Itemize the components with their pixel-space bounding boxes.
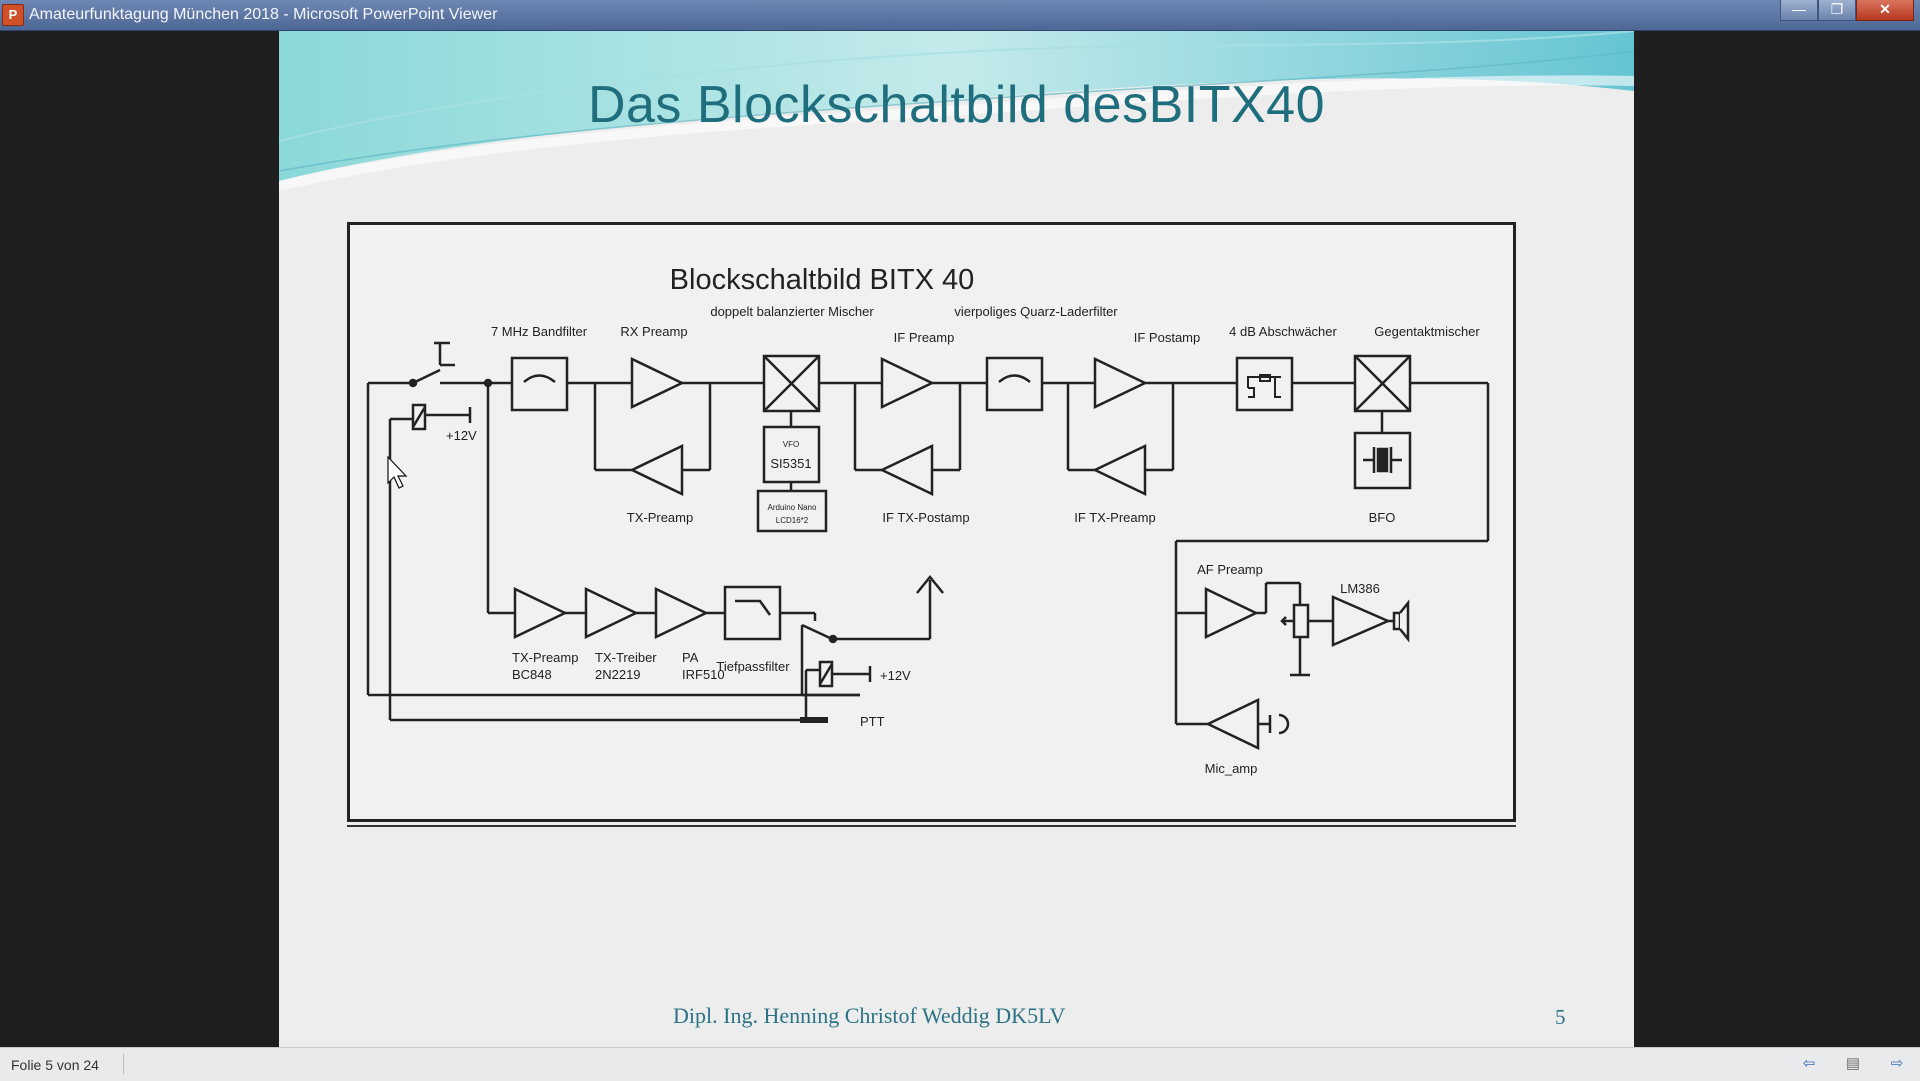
- slide-viewport[interactable]: Das Blockschaltbild desBITX40 Blockschal…: [0, 31, 1920, 1047]
- label-crystal-filter-subhead: vierpoliges Quarz-Laderfilter: [954, 304, 1118, 319]
- previous-slide-icon[interactable]: ⇦: [1802, 1055, 1816, 1072]
- label-if-tx-preamp: IF TX-Preamp: [1074, 510, 1155, 525]
- block-diagram-drawing: Blockschaltbild BITX 40 doppelt balanzie…: [366, 264, 1490, 776]
- window-titlebar: P Amateurfunktagung München 2018 - Micro…: [0, 0, 1920, 31]
- label-plus12v-bottom: +12V: [880, 668, 911, 683]
- label-tx-treiber-1: TX-Treiber: [595, 650, 657, 665]
- label-arduino-line1: Arduino Nano: [768, 503, 817, 512]
- label-pa-1: PA: [682, 650, 699, 665]
- slide[interactable]: Das Blockschaltbild desBITX40 Blockschal…: [279, 31, 1634, 1047]
- label-bandfilter: 7 MHz Bandfilter: [491, 324, 588, 339]
- label-tiefpassfilter: Tiefpassfilter: [716, 659, 790, 674]
- label-if-tx-postamp: IF TX-Postamp: [882, 510, 969, 525]
- next-slide-icon[interactable]: ⇨: [1890, 1055, 1904, 1072]
- label-plus12v-top: +12V: [446, 428, 477, 443]
- slide-title: Das Blockschaltbild desBITX40: [587, 76, 1326, 134]
- block-diagram: Blockschaltbild BITX 40 doppelt balanzie…: [347, 222, 1516, 822]
- slide-header-swoosh: [279, 31, 1634, 191]
- label-vfo: VFO: [783, 440, 799, 449]
- label-attenuator: 4 dB Abschwächer: [1229, 324, 1337, 339]
- label-if-postamp: IF Postamp: [1134, 330, 1200, 345]
- slide-menu-icon[interactable]: ▤: [1845, 1055, 1861, 1072]
- window-title: Amateurfunktagung München 2018 - Microso…: [29, 6, 498, 23]
- label-si5351: SI5351: [770, 456, 811, 471]
- label-tx-treiber-2: 2N2219: [595, 667, 641, 682]
- label-mixer-subhead: doppelt balanzierter Mischer: [710, 304, 874, 319]
- slide-footer: Dipl. Ing. Henning Christof Weddig DK5LV: [673, 1003, 1066, 1028]
- label-mic-amp: Mic_amp: [1205, 761, 1258, 776]
- label-pushpull-mixer: Gegentaktmischer: [1374, 324, 1480, 339]
- status-bar: Folie 5 von 24 ⇦ ▤ ⇨: [0, 1047, 1920, 1081]
- restore-button[interactable]: ❐: [1818, 0, 1856, 21]
- label-rx-preamp: RX Preamp: [620, 324, 687, 339]
- close-button[interactable]: ✕: [1856, 0, 1914, 21]
- slide-page-number: 5: [1555, 1005, 1566, 1029]
- diagram-heading: Blockschaltbild BITX 40: [670, 264, 975, 296]
- label-pa-2: IRF510: [682, 667, 725, 682]
- status-separator: [123, 1054, 124, 1074]
- label-if-preamp: IF Preamp: [894, 330, 955, 345]
- minimize-button[interactable]: —: [1780, 0, 1818, 21]
- label-ptt: PTT: [860, 714, 885, 729]
- diagram-underline: [347, 825, 1516, 827]
- slide-counter: Folie 5 von 24: [11, 1057, 99, 1073]
- label-arduino-line2: LCD16*2: [776, 516, 809, 525]
- slide-navigation: ⇦ ▤ ⇨: [1796, 1055, 1910, 1073]
- label-lm386: LM386: [1340, 581, 1380, 596]
- label-tx-preamp-bottom-2: BC848: [512, 667, 552, 682]
- label-af-preamp: AF Preamp: [1197, 562, 1263, 577]
- label-bfo: BFO: [1369, 510, 1396, 525]
- powerpoint-app-icon: P: [2, 4, 24, 26]
- label-tx-preamp-bottom-1: TX-Preamp: [512, 650, 578, 665]
- label-tx-preamp-top: TX-Preamp: [627, 510, 693, 525]
- window-controls: — ❐ ✕: [1780, 0, 1914, 22]
